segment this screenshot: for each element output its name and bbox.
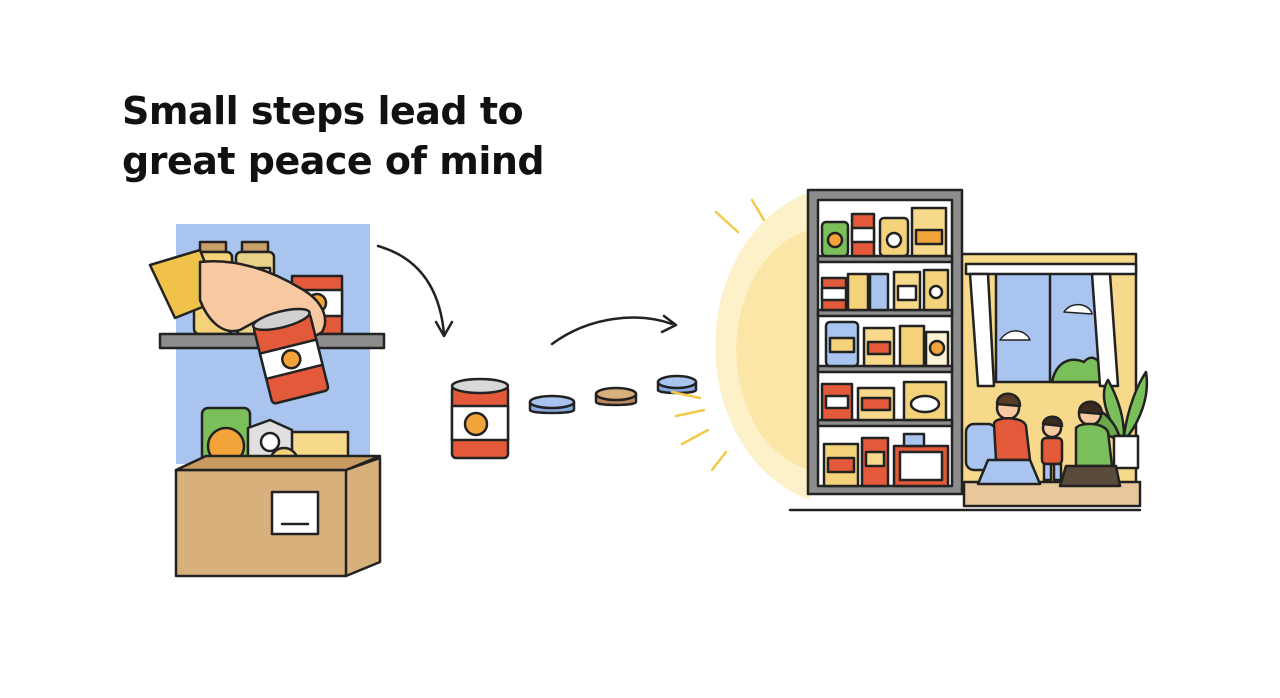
arrow-icon xyxy=(550,316,674,346)
window-icon xyxy=(964,262,1138,388)
headline-line-2: great peace of mind xyxy=(122,139,545,183)
cardboard-box-icon xyxy=(174,454,382,578)
stocking-scene xyxy=(148,224,386,578)
stepping-stone-icon xyxy=(528,394,576,415)
can-icon xyxy=(251,307,330,405)
stepping-stone-icon xyxy=(594,386,638,407)
headline-line-1: Small steps lead to xyxy=(122,89,524,133)
progression xyxy=(376,244,782,460)
arrow-icon xyxy=(376,244,446,336)
family-icon xyxy=(964,392,1122,488)
pantry-shelf-icon xyxy=(788,188,1142,512)
can-icon xyxy=(450,377,510,460)
page-title: Small steps lead to great peace of mind xyxy=(122,86,545,186)
room xyxy=(958,252,1149,508)
sun-glow-icon xyxy=(670,192,810,500)
stepping-stone-icon xyxy=(656,374,698,395)
